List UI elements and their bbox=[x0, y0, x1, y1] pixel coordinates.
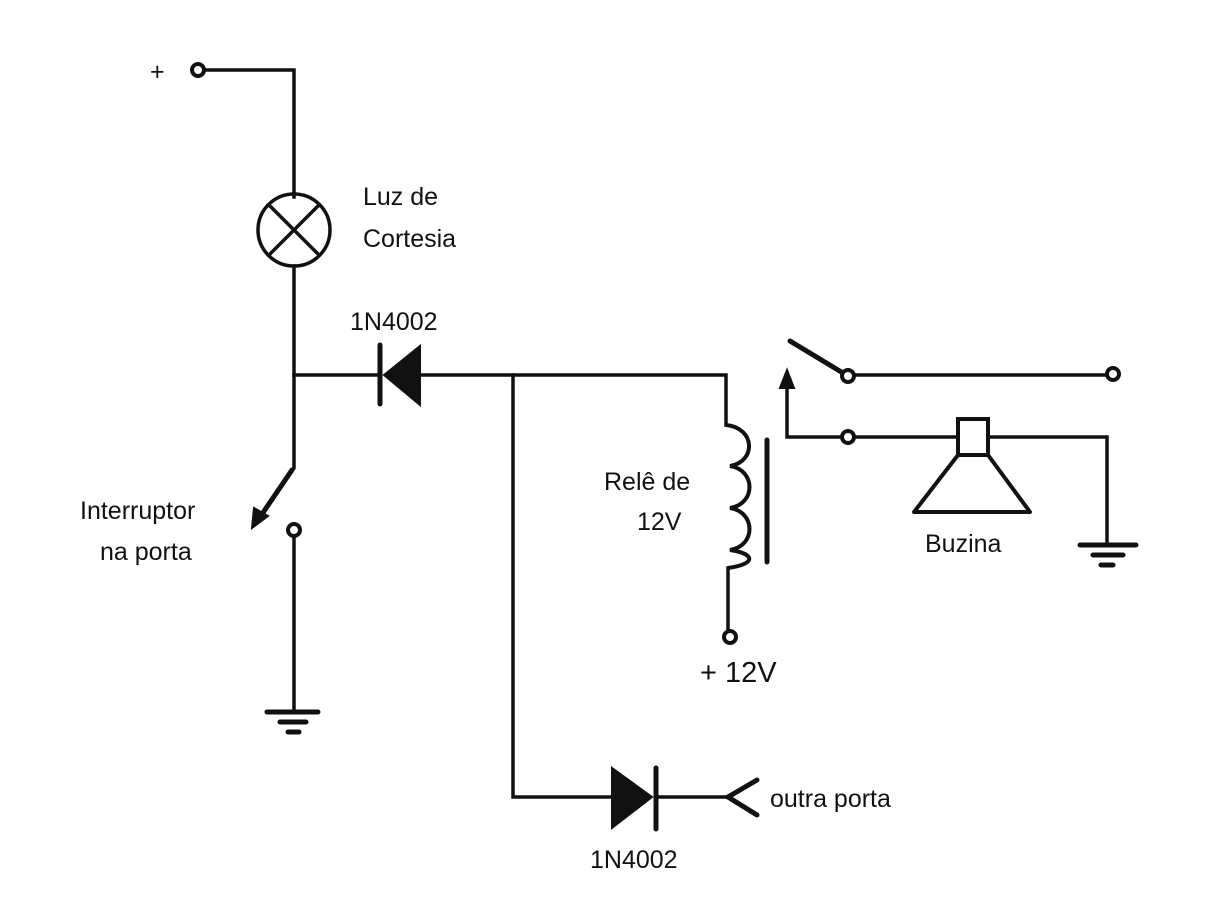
door-switch-label-line2: na porta bbox=[100, 538, 192, 566]
relay-label-line1: Relê de bbox=[604, 468, 690, 496]
horn-icon bbox=[912, 417, 1032, 514]
ground-icon bbox=[1077, 542, 1139, 568]
wire-d1-to-relay bbox=[418, 373, 728, 427]
horn-body bbox=[956, 417, 990, 457]
other-door-label: outra porta bbox=[770, 785, 891, 813]
door-switch-label-line1: Interruptor bbox=[80, 497, 195, 525]
supply-terminal-dot bbox=[190, 62, 206, 78]
wire-node-to-d2 bbox=[511, 373, 614, 799]
lamp-label-line2: Cortesia bbox=[363, 225, 456, 253]
diode-bottom-label: 1N4002 bbox=[590, 846, 678, 874]
d1-anode-triangle bbox=[382, 343, 421, 408]
door-switch bbox=[250, 467, 302, 538]
relay-contact-blade bbox=[787, 338, 846, 376]
diode-top-label: 1N4002 bbox=[350, 308, 438, 336]
door-switch-contact bbox=[286, 522, 302, 538]
wire-horn-to-ground bbox=[986, 435, 1109, 547]
output-terminal bbox=[1105, 366, 1121, 382]
connector-arm-bottom bbox=[725, 794, 760, 818]
door-switch-arrow-icon bbox=[250, 506, 270, 531]
horn-label: Buzina bbox=[925, 530, 1002, 558]
connector-icon bbox=[725, 777, 760, 818]
lamp-symbol bbox=[256, 192, 332, 268]
relay-actuator-arrow-icon bbox=[778, 367, 796, 389]
relay-label-line2: 12V bbox=[637, 508, 682, 536]
wire-lamp-to-switch bbox=[287, 264, 296, 475]
diode-d1 bbox=[377, 342, 421, 408]
horn-bell bbox=[912, 453, 1032, 514]
supply-plus-label: + bbox=[150, 58, 165, 86]
relay-actuator-link bbox=[785, 386, 844, 439]
relay-supply-terminal bbox=[722, 629, 738, 645]
lamp-label-line1: Luz de bbox=[363, 183, 438, 211]
d2-anode-triangle bbox=[611, 766, 654, 831]
lamp-cross-b bbox=[267, 203, 321, 257]
relay-contact-upper bbox=[840, 368, 856, 384]
connector-arm-top bbox=[725, 777, 760, 800]
relay-supply-label: + 12V bbox=[700, 657, 777, 689]
wire-supply-to-lamp bbox=[203, 68, 296, 199]
relay-coil-icon bbox=[725, 423, 770, 570]
diode-d2 bbox=[611, 765, 659, 832]
ground-icon bbox=[264, 709, 321, 735]
door-switch-lever bbox=[255, 467, 295, 523]
supply-terminal: + bbox=[150, 58, 206, 86]
relay-contact-lower bbox=[840, 429, 856, 445]
relay-contact-switch bbox=[778, 338, 1121, 445]
relay-coil-windings bbox=[725, 423, 752, 570]
